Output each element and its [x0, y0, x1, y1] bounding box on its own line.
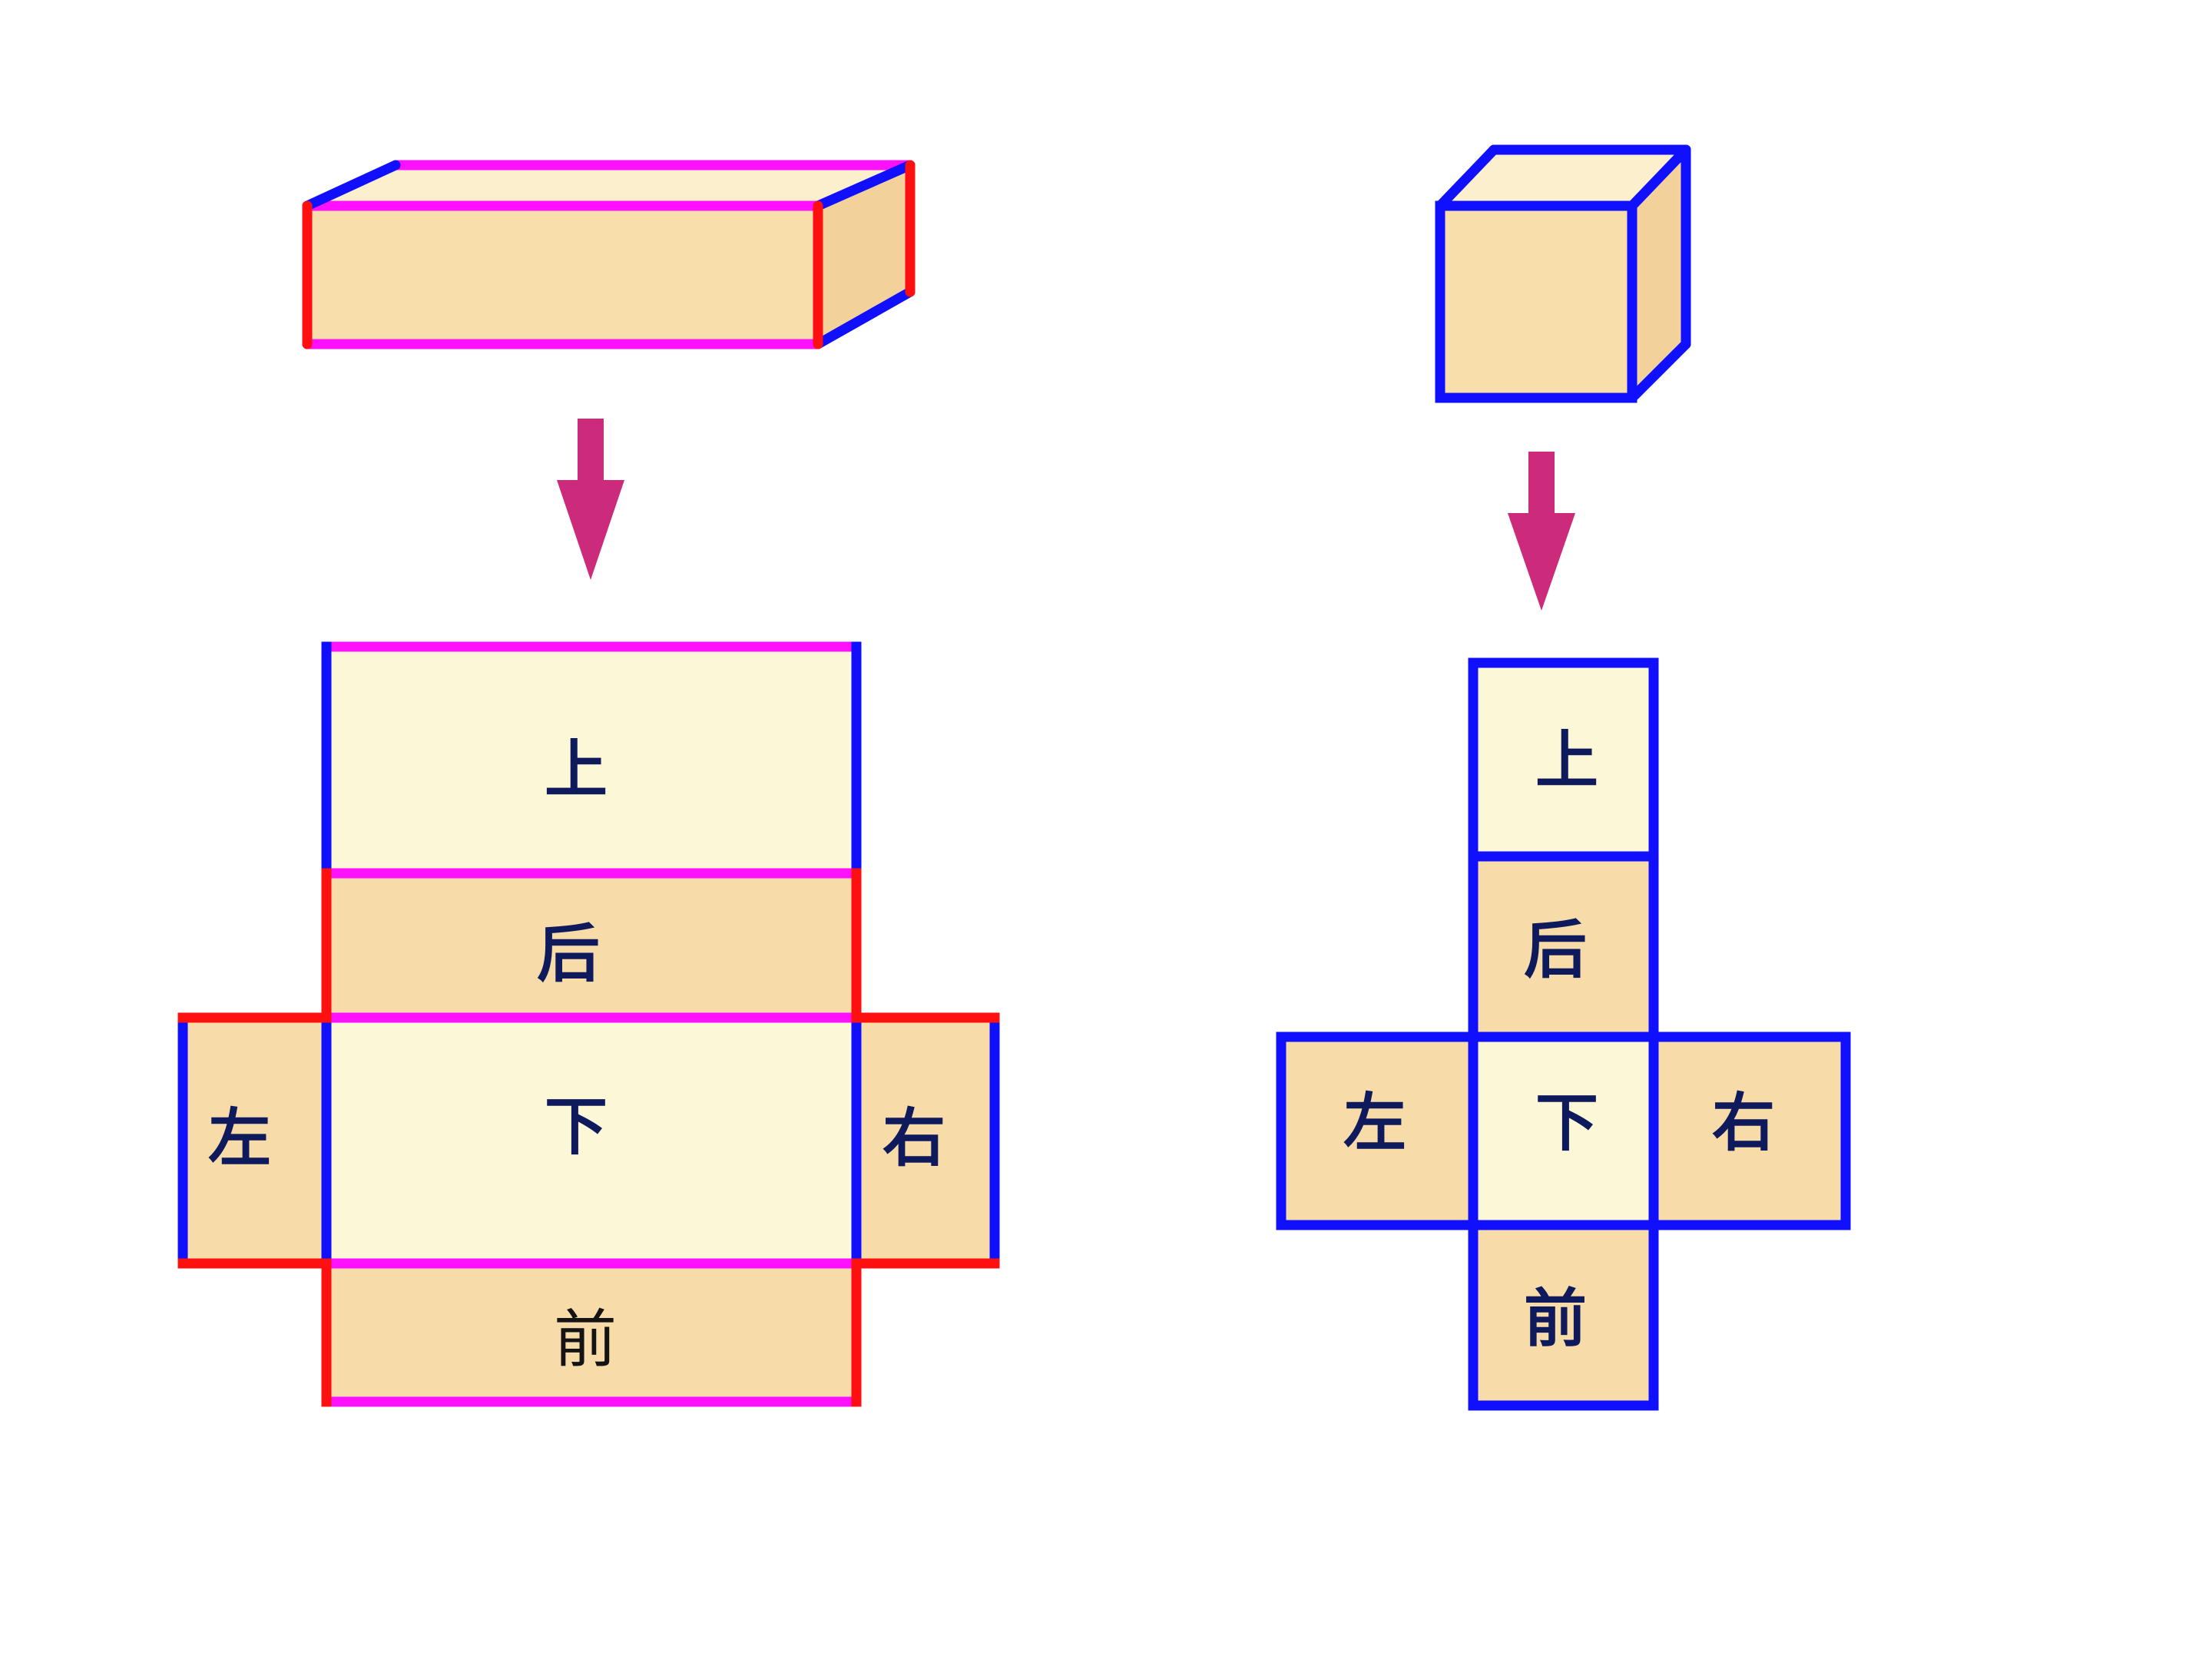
cube-net: 上 后 下 左 右 前	[1276, 657, 1851, 1411]
cube-net-label-top: 上	[1535, 724, 1598, 797]
cuboid-net: 上 后 下 左 右 前	[177, 641, 1000, 1407]
cuboid-net-top-face	[326, 647, 856, 873]
cuboid-edge	[813, 286, 916, 349]
cube-net-label-back: 后	[1524, 913, 1587, 987]
cube-net-label-front: 前	[1524, 1282, 1587, 1356]
cuboid-net-back-face	[326, 873, 856, 1018]
cuboid-net-label-top: 上	[545, 733, 608, 806]
cube-front-face	[1440, 206, 1632, 398]
cuboid-top-face	[307, 165, 910, 206]
down-arrow-icon	[1508, 452, 1575, 611]
cuboid-net-label-bottom: 下	[545, 1090, 608, 1164]
cube-net-right-face	[1654, 1037, 1846, 1225]
cube-edge	[1627, 339, 1691, 403]
cube-edge	[1627, 144, 1691, 211]
cube-3d	[1435, 144, 1691, 403]
cube-top-face	[1440, 150, 1686, 206]
cube-edge	[1435, 144, 1499, 211]
cube-net-front-face	[1473, 1225, 1654, 1406]
cube-net-label-left: 左	[1343, 1086, 1406, 1160]
cube-net-label-bottom: 下	[1535, 1086, 1598, 1160]
cuboid-net-bottom-face	[326, 1018, 856, 1263]
cuboid-edge	[813, 160, 916, 211]
cuboid-3d	[302, 160, 916, 349]
cube-edge	[1435, 200, 1637, 403]
cuboid-net-label-right: 右	[882, 1101, 945, 1175]
cube-net-left-face	[1281, 1037, 1473, 1225]
cuboid-net-right-face	[856, 1018, 995, 1263]
cuboid-edge	[302, 160, 401, 211]
cuboid-net-label-back: 后	[537, 917, 600, 991]
cube-net-bottom-face	[1473, 1037, 1654, 1225]
cube-net-top-face	[1473, 663, 1654, 856]
cuboid-net-label-front: 前	[554, 1303, 617, 1376]
cuboid-net-front-face	[326, 1263, 856, 1402]
cube-net-back-face	[1473, 856, 1654, 1037]
cube-side-face	[1632, 150, 1686, 398]
cuboid-net-left-face	[183, 1018, 326, 1263]
cuboid-net-label-left: 左	[208, 1101, 271, 1175]
down-arrow-icon	[557, 419, 624, 580]
cube-net-label-right: 右	[1712, 1086, 1775, 1160]
cuboid-front-face	[307, 206, 818, 344]
